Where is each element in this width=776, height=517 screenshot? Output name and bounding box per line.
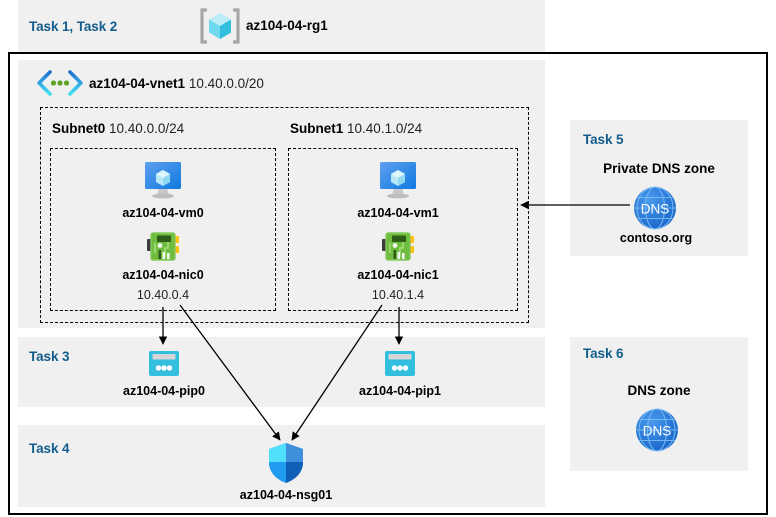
pip1-label: az104-04-pip1 bbox=[359, 384, 441, 398]
public-ip-address-icon bbox=[147, 349, 181, 379]
task3-label: Task 3 bbox=[29, 349, 70, 364]
vnet-address-space: 10.40.0.0/20 bbox=[188, 76, 264, 91]
vm0-label: az104-04-vm0 bbox=[122, 206, 204, 220]
virtual-machine-icon bbox=[142, 160, 184, 200]
subnet0-cidr: 10.40.0.0/24 bbox=[109, 121, 185, 136]
network-interface-icon bbox=[381, 231, 415, 263]
subnet1-dashed-box bbox=[288, 148, 518, 311]
rg-name-text: az104-04-rg1 bbox=[246, 18, 328, 33]
dns-icon-text: DNS bbox=[641, 202, 670, 217]
dns-icon-text: DNS bbox=[643, 424, 672, 439]
private-dns-zone-name: contoso.org bbox=[619, 231, 693, 245]
public-ip-address-icon bbox=[383, 349, 417, 379]
resource-group-icon bbox=[200, 7, 240, 45]
vnet-name: az104-04-vnet1 bbox=[89, 76, 186, 91]
task3-panel bbox=[18, 337, 545, 407]
subnet0-name: Subnet0 bbox=[52, 121, 106, 136]
nic0-ip: 10.40.0.4 bbox=[136, 288, 190, 302]
dns-zone-icon: DNS bbox=[634, 407, 680, 453]
vnet-panel bbox=[18, 60, 545, 328]
task4-label: Task 4 bbox=[29, 441, 70, 456]
nic1-label: az104-04-nic1 bbox=[357, 268, 439, 282]
resource-group-name: az104-04-rg1 bbox=[246, 18, 328, 33]
network-interface-icon bbox=[146, 231, 180, 263]
resource-group-boundary bbox=[8, 52, 768, 515]
nsg-label: az104-04-nsg01 bbox=[239, 488, 333, 502]
dns-zone-title: DNS zone bbox=[627, 383, 691, 398]
subnet1-cidr: 10.40.1.0/24 bbox=[347, 121, 423, 136]
network-security-group-icon bbox=[267, 442, 305, 484]
private-dns-zone-title: Private DNS zone bbox=[603, 161, 715, 176]
subnet1-header: Subnet1 10.40.1.0/24 bbox=[290, 121, 422, 136]
subnets-dashed-boundary bbox=[40, 107, 529, 323]
task5-label: Task 5 bbox=[583, 132, 624, 147]
subnet0-header: Subnet0 10.40.0.0/24 bbox=[52, 121, 184, 136]
vnet-header: az104-04-vnet1 10.40.0.0/20 bbox=[89, 76, 264, 91]
pip0-label: az104-04-pip0 bbox=[123, 384, 205, 398]
task1-task2-label: Task 1, Task 2 bbox=[29, 19, 118, 34]
dns-zone-icon: DNS bbox=[632, 185, 678, 231]
nic0-label: az104-04-nic0 bbox=[122, 268, 204, 282]
vm1-label: az104-04-vm1 bbox=[357, 206, 439, 220]
subnet1-name: Subnet1 bbox=[290, 121, 344, 136]
virtual-machine-icon bbox=[377, 160, 419, 200]
task6-label: Task 6 bbox=[583, 346, 624, 361]
task1-task2-panel bbox=[18, 0, 545, 52]
virtual-network-icon bbox=[36, 70, 84, 96]
nic1-ip: 10.40.1.4 bbox=[371, 288, 425, 302]
